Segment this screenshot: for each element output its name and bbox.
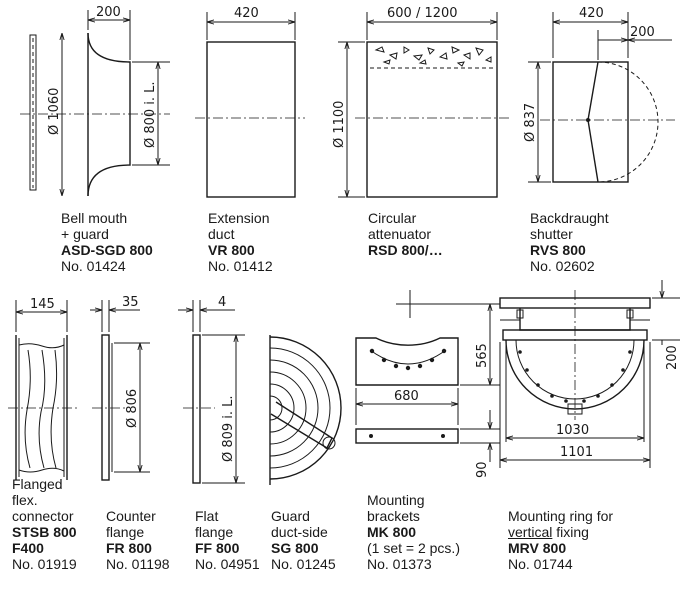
caption-mounting-ring: Mounting ring for vertical fixing MRV 80… [508,508,614,572]
dim-vr-length: 420 [234,6,259,21]
shutter-body [552,61,629,183]
caption-flat-flange: Flat flange FF 800 No. 04951 [195,508,260,572]
caption-flex-connector: Flanged flex. connector STSB 800 F400 No… [12,476,77,572]
dim-ff-dia: Ø 809 i. L. [221,395,236,462]
model-rsd: RSD 800/… [368,242,443,258]
caption-mounting-brackets: Mounting brackets MK 800 (1 set = 2 pcs.… [367,492,460,572]
drawing-backdraught-shutter: 420 200 Ø 837 [523,6,675,183]
dim-mk-base: 90 [475,461,490,478]
drawing-flex-connector: 145 [8,297,78,480]
model-ff: FF 800 [195,540,240,556]
dim-mrv-height: 200 [665,345,680,370]
dim-asd-inner: Ø 800 i. L. [143,81,158,148]
caption-extension-duct: Extension duct VR 800 No. 01412 [208,210,273,274]
drawing-mounting-brackets: 565 680 90 [355,290,500,478]
insulation-hatch [374,46,492,67]
shutter-flap [587,61,599,183]
drawing-attenuator: 600 / 1200 Ø 1100 [332,6,510,198]
model-asd-sgd: ASD-SGD 800 [61,242,153,258]
dim-mk-width: 680 [394,389,419,404]
dim-rsd-dia: Ø 1100 [332,101,347,148]
model-rvs: RVS 800 [530,242,586,258]
caption-backdraught-shutter: Backdraught shutter RVS 800 No. 02602 [530,210,609,274]
dim-asd-width: 200 [96,5,121,20]
bracket-shape [355,337,459,386]
drawing-flat-flange: 4 Ø 809 i. L. [178,295,245,484]
model-mrv: MRV 800 [508,540,567,556]
attenuator-body [366,41,498,198]
model-vr: VR 800 [208,242,255,258]
model-stsb: STSB 800 [12,524,77,540]
caption-attenuator: Circular attenuator RSD 800/… [368,210,443,258]
dim-mrv-inner: 1030 [556,423,589,438]
dim-rvs-dia: Ø 837 [523,103,538,142]
dim-rsd-length: 600 / 1200 [387,6,458,21]
caption-guard: Guard duct-side SG 800 No. 01245 [271,508,336,572]
guard-plate [29,34,37,191]
bell-mouth-profile [87,32,131,197]
dim-mrv-outer: 1101 [560,445,593,460]
drawing-guard [269,335,342,485]
bracket-base [355,428,459,444]
dim-fr-width: 35 [122,295,139,310]
dim-stsb-length: 145 [30,297,55,312]
dim-fr-dia: Ø 806 [125,389,140,428]
flange-plate [101,334,110,481]
caption-counter-flange: Counter flange FR 800 No. 01198 [106,508,170,572]
drawing-mounting-ring: 200 1030 1101 [499,280,680,468]
drawing-extension-duct: 420 [195,6,305,198]
model-sg: SG 800 [271,540,319,556]
duct-body [206,41,296,198]
model-fr: FR 800 [106,540,152,556]
dim-mk-height: 565 [475,343,490,368]
drawing-bell-mouth: 200 Ø 1060 Ø 800 i. L. [20,5,170,197]
ring-arc-outer [505,339,645,410]
caption-bell-mouth: Bell mouth + guard ASD-SGD 800 No. 01424 [61,210,153,274]
dim-ff-width: 4 [218,295,226,310]
flat-flange-plate [192,334,201,484]
model-mk: MK 800 [367,524,417,540]
guard-handle [270,401,333,449]
dim-rvs-length: 420 [579,6,604,21]
model-stsb-f400: F400 [12,540,44,556]
dim-rvs-flap: 200 [630,25,655,40]
drawing-counter-flange: 35 Ø 806 [90,295,150,481]
dim-asd-dia: Ø 1060 [47,88,62,135]
